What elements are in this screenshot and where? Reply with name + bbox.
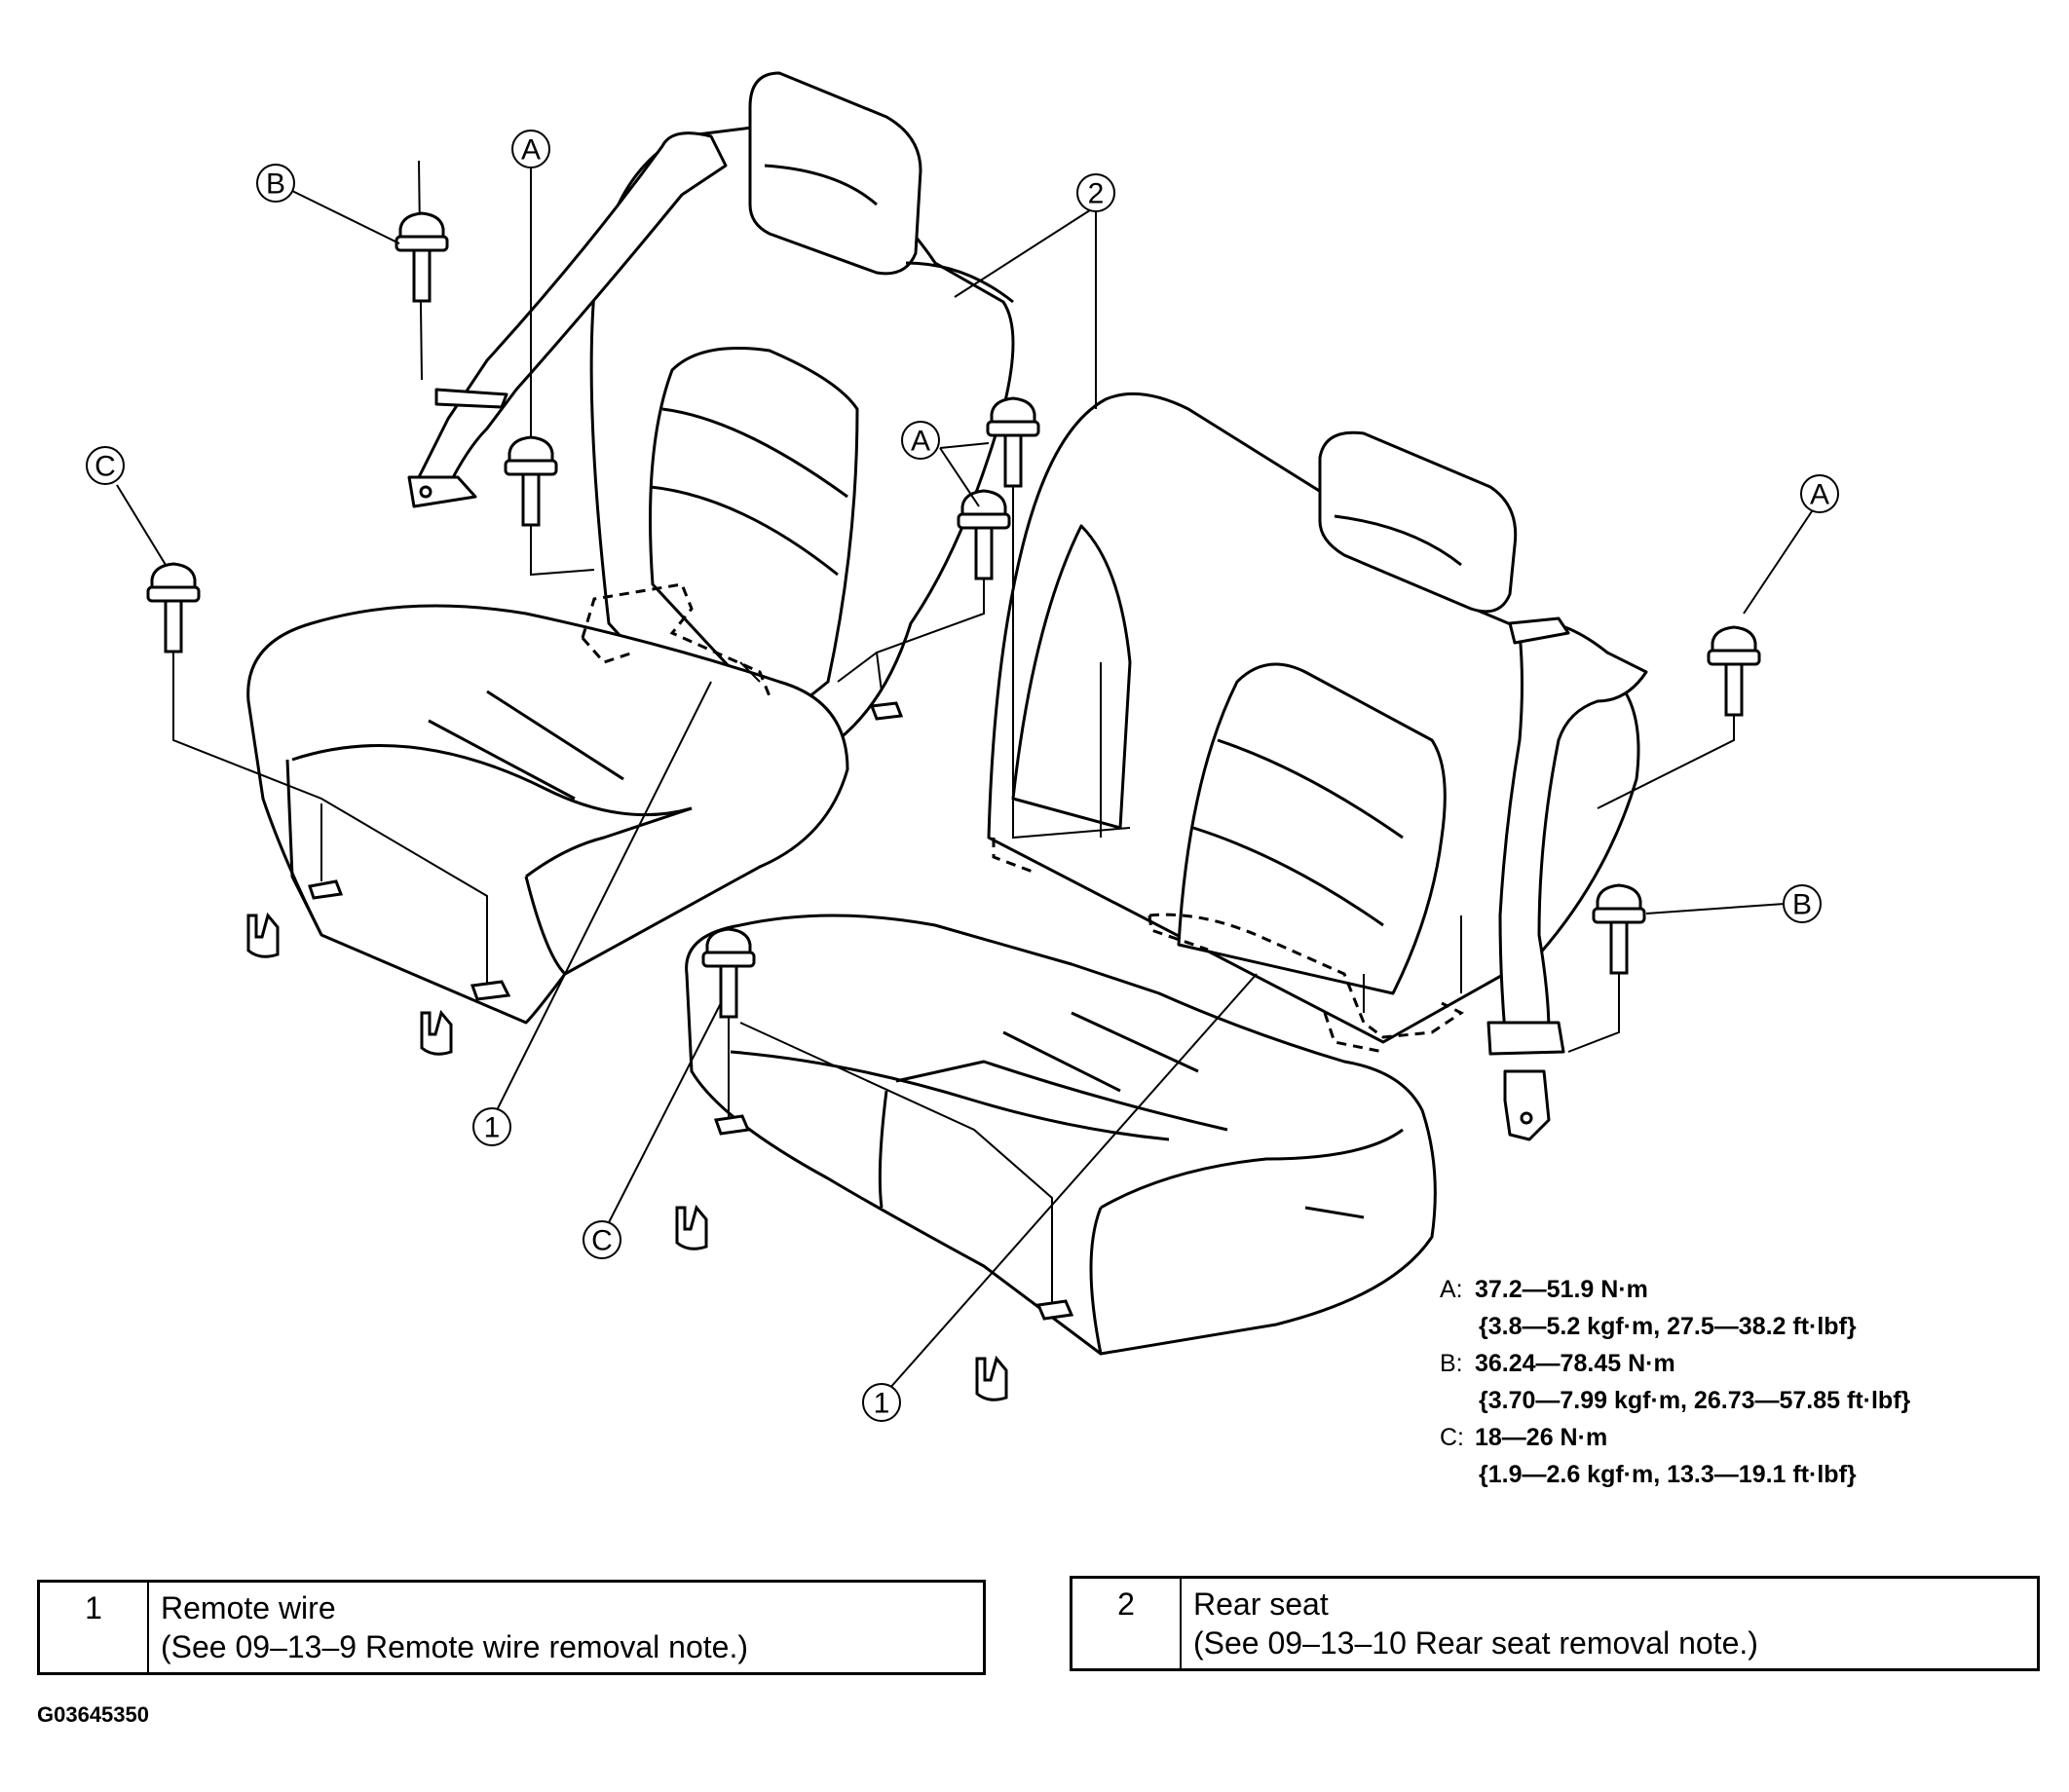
legend-description: Rear seat (See 09–13–10 Rear seat remova…: [1182, 1579, 1770, 1668]
left-seat-back-panel: [649, 347, 859, 723]
right-seatbelt: [1498, 619, 1648, 1034]
legend-number: 2: [1072, 1579, 1182, 1668]
callout-c-left: C: [94, 451, 116, 483]
legend-name: Remote wire: [161, 1590, 336, 1625]
right-seat-back-panel: [1177, 662, 1447, 995]
legend-note: (See 09–13–10 Rear seat removal note.): [1193, 1625, 1758, 1661]
legend-item-rear-seat: 2 Rear seat (See 09–13–10 Rear seat remo…: [1070, 1576, 2040, 1671]
callout-a-top: A: [521, 134, 541, 167]
torque-spec-c: C: 18—26 N·m: [1440, 1419, 2044, 1456]
right-seat: [685, 392, 1648, 1356]
torque-spec-b: B: 36.24—78.45 N·m: [1440, 1345, 2044, 1382]
callout-b-top-left: B: [266, 168, 285, 201]
torque-spec-detail: {3.8—5.2 kgf·m, 27.5—38.2 ft·lbf}: [1479, 1313, 1857, 1340]
callout-b-right: B: [1792, 889, 1812, 921]
torque-spec-letter: A:: [1440, 1276, 1463, 1303]
legend-number: 1: [40, 1583, 149, 1672]
callout-a-middle: A: [911, 426, 930, 458]
torque-spec-letter: B:: [1440, 1350, 1463, 1377]
left-remote-wire: [581, 582, 771, 697]
left-seat: [246, 71, 1015, 1025]
torque-spec-a: A: 37.2—51.9 N·m: [1440, 1271, 2044, 1308]
callout-1-left: 1: [484, 1112, 501, 1144]
legend-description: Remote wire (See 09–13–9 Remote wire rem…: [149, 1583, 760, 1672]
legend-name: Rear seat: [1193, 1587, 1329, 1622]
figure-id: G03645350: [37, 1702, 149, 1727]
right-remote-wire: [992, 838, 1464, 1054]
torque-specifications: A: 37.2—51.9 N·m {3.8—5.2 kgf·m, 27.5—38.…: [1440, 1271, 2044, 1493]
right-seat-cushion: [685, 914, 1437, 1356]
torque-spec-value: 18—26 N·m: [1475, 1424, 1608, 1451]
torque-spec-detail: {1.9—2.6 kgf·m, 13.3—19.1 ft·lbf}: [1479, 1461, 1857, 1488]
left-headrest: [748, 71, 922, 276]
torque-spec-detail: {3.70—7.99 kgf·m, 26.73—57.85 ft·lbf}: [1479, 1387, 1911, 1414]
torque-spec-value: 36.24—78.45 N·m: [1475, 1350, 1675, 1377]
torque-spec-letter: C:: [1440, 1424, 1464, 1451]
callout-a-right: A: [1810, 479, 1829, 511]
torque-spec-value: 37.2—51.9 N·m: [1475, 1276, 1648, 1303]
callout-1-right: 1: [874, 1388, 890, 1420]
right-headrest: [1318, 430, 1518, 614]
callout-2-top: 2: [1088, 178, 1105, 210]
legend-item-remote-wire: 1 Remote wire (See 09–13–9 Remote wire r…: [37, 1580, 986, 1675]
callout-c-bottom: C: [591, 1225, 613, 1257]
legend-note: (See 09–13–9 Remote wire removal note.): [161, 1629, 748, 1664]
